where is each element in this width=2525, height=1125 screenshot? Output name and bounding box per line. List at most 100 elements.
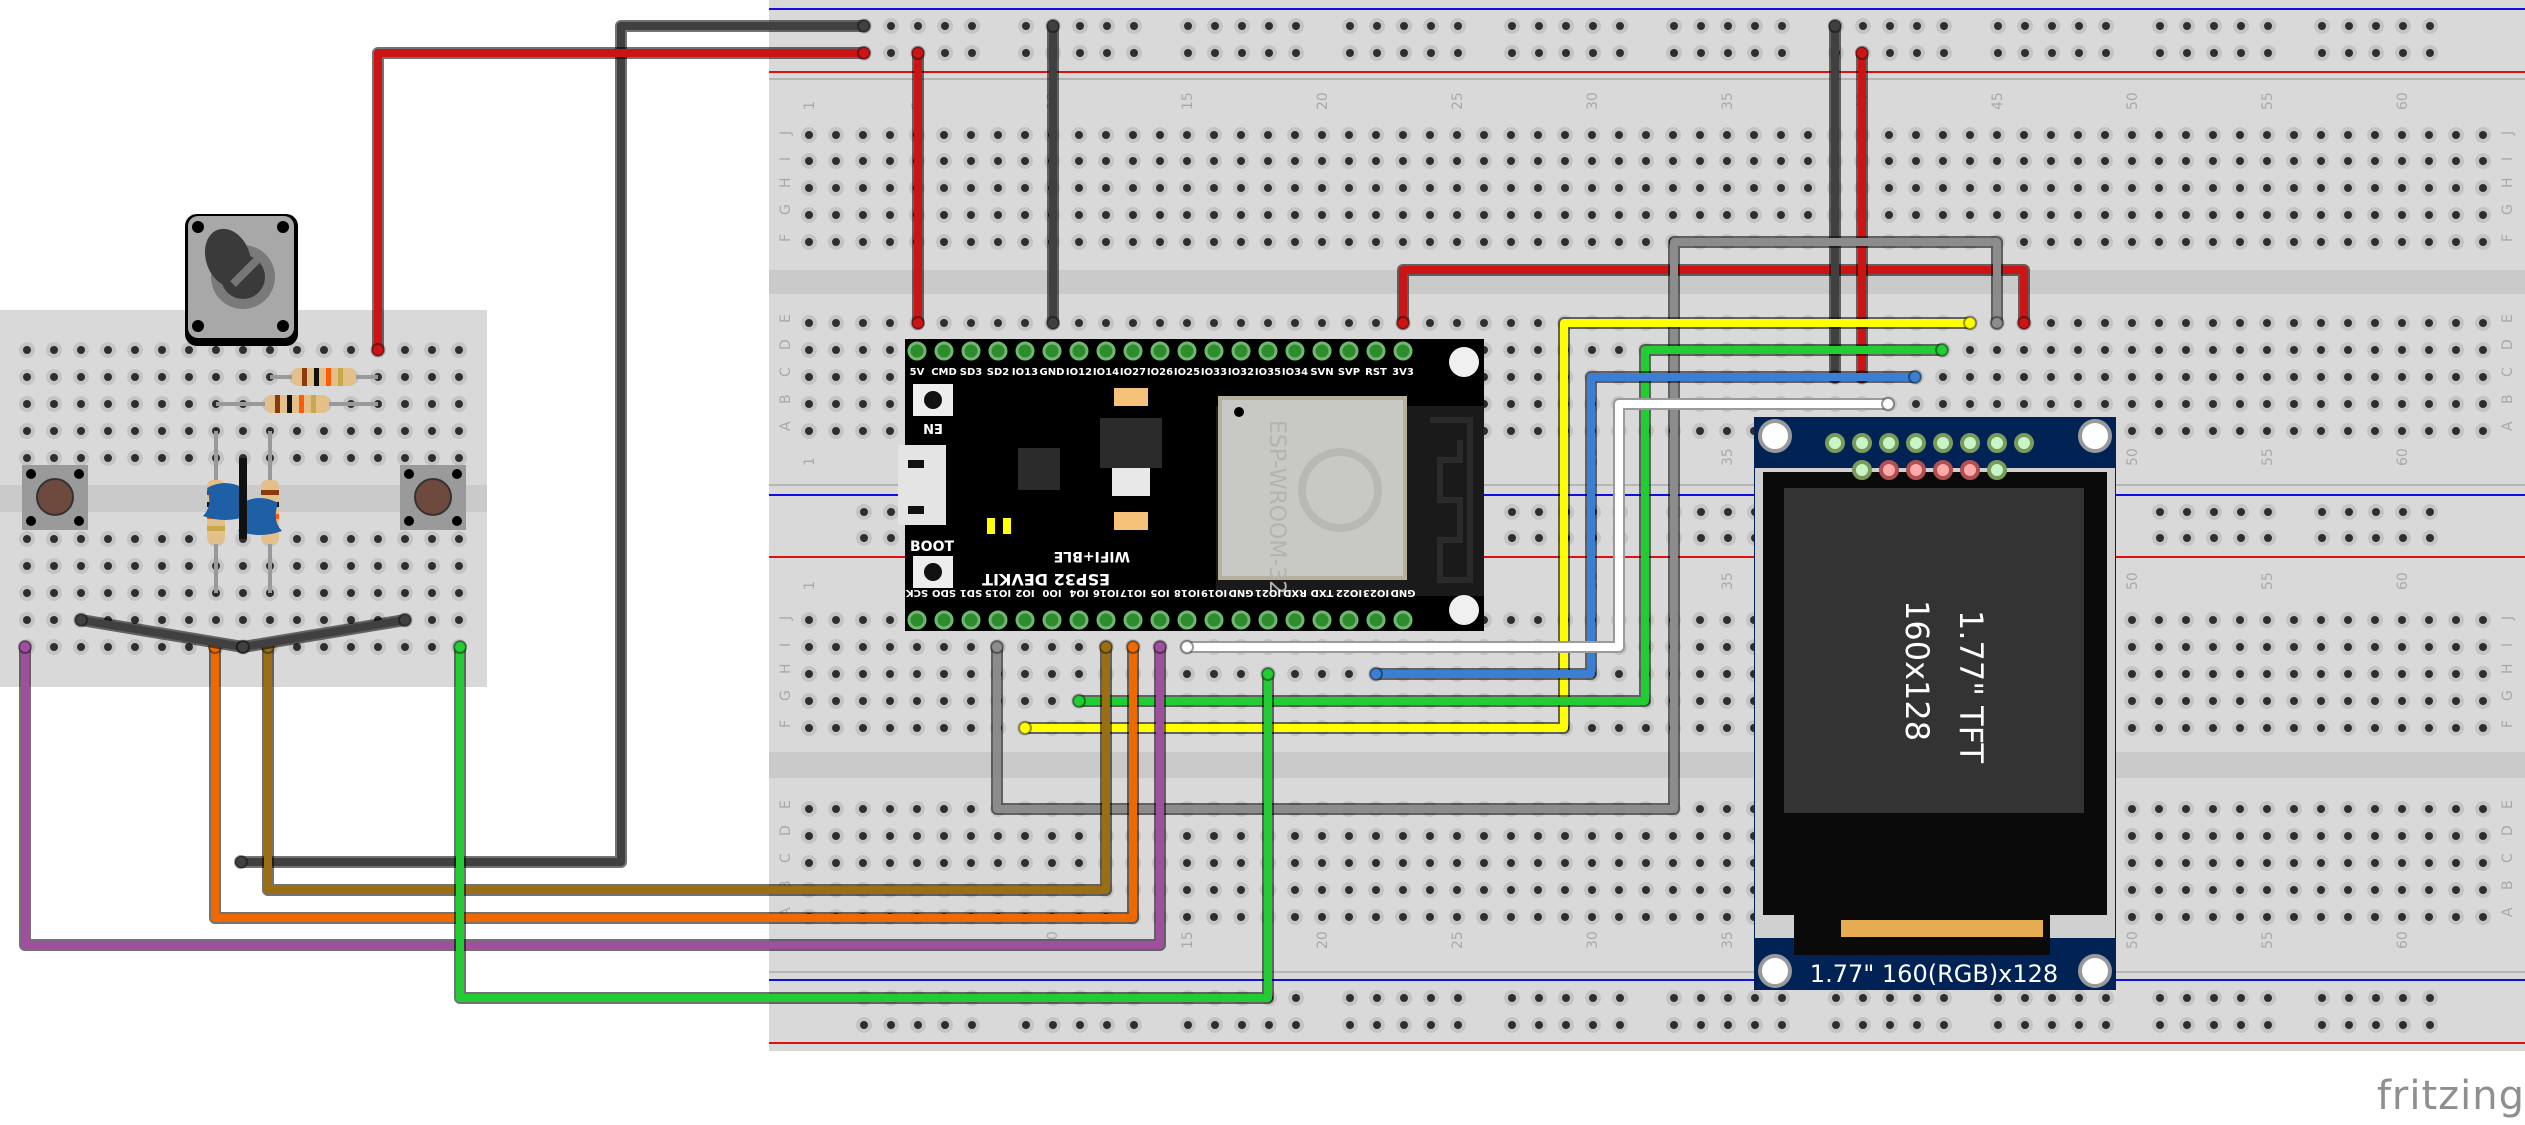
tft-header-pin[interactable]	[1852, 433, 1872, 453]
esp32-pin[interactable]	[1150, 341, 1170, 361]
tft-header-pin[interactable]	[1879, 460, 1899, 480]
wire-endpoint[interactable]	[74, 613, 88, 627]
wire-endpoint[interactable]	[1396, 316, 1410, 330]
wire-endpoint[interactable]	[234, 855, 248, 869]
wire-endpoint[interactable]	[1180, 640, 1194, 654]
esp32-devkit-board[interactable]: ESP-WROOM-32 EN BOOT ESP32 DEVKIT WIFI+B…	[898, 339, 1484, 631]
wire-endpoint[interactable]	[1261, 667, 1275, 681]
esp32-pin[interactable]	[1339, 341, 1359, 361]
tft-header-pin[interactable]	[1933, 433, 1953, 453]
wire-gnd-rail-left[interactable]	[234, 19, 871, 869]
esp32-pin[interactable]	[1177, 341, 1197, 361]
potentiometer[interactable]	[185, 214, 298, 346]
wire-endpoint[interactable]	[1828, 19, 1842, 33]
tft-header-pin[interactable]	[1825, 433, 1845, 453]
esp32-pin[interactable]	[1366, 610, 1386, 630]
wire-endpoint[interactable]	[371, 343, 385, 357]
wire-endpoint[interactable]	[1908, 370, 1922, 384]
tft-header-pin[interactable]	[1852, 460, 1872, 480]
wire-tft-white[interactable]	[1180, 397, 1895, 654]
esp32-pin[interactable]	[1123, 610, 1143, 630]
esp32-pin[interactable]	[1258, 341, 1278, 361]
tft-display-module[interactable]: 1.77" TFT 160x128 1.77" 160(RGB)x128	[1754, 417, 2116, 990]
wire-endpoint[interactable]	[236, 640, 250, 654]
wire-endpoint[interactable]	[1126, 640, 1140, 654]
tft-header-pin[interactable]	[1987, 433, 2007, 453]
wire-endpoint[interactable]	[1369, 667, 1383, 681]
tft-header-pin[interactable]	[1879, 433, 1899, 453]
esp32-pin[interactable]	[1096, 610, 1116, 630]
esp32-pin[interactable]	[1204, 610, 1224, 630]
tft-header-pin[interactable]	[1960, 460, 1980, 480]
esp32-pin[interactable]	[961, 610, 981, 630]
wire-purple[interactable]	[18, 640, 1167, 951]
esp32-pin[interactable]	[934, 610, 954, 630]
esp32-pin[interactable]	[1069, 341, 1089, 361]
esp32-pin[interactable]	[1393, 341, 1413, 361]
wire-brown[interactable]	[261, 640, 1113, 896]
wire-black-v-right[interactable]	[236, 613, 412, 654]
tft-header-pin[interactable]	[1906, 460, 1926, 480]
wire-endpoint[interactable]	[1046, 316, 1060, 330]
wire-tft-gray[interactable]	[990, 236, 2004, 815]
esp32-pin[interactable]	[1096, 341, 1116, 361]
esp32-pin[interactable]	[934, 341, 954, 361]
wire-tft-yellow[interactable]	[1018, 316, 1977, 735]
tft-header-pin[interactable]	[1987, 460, 2007, 480]
wire-endpoint[interactable]	[857, 19, 871, 33]
esp32-pin[interactable]	[961, 341, 981, 361]
esp32-pin[interactable]	[1312, 610, 1332, 630]
wire-endpoint[interactable]	[1099, 640, 1113, 654]
wire-endpoint[interactable]	[18, 640, 32, 654]
tft-header-pin[interactable]	[2014, 433, 2034, 453]
esp32-pin[interactable]	[1258, 610, 1278, 630]
wire-endpoint[interactable]	[857, 46, 871, 60]
esp32-pin[interactable]	[1042, 341, 1062, 361]
esp32-pin[interactable]	[1123, 341, 1143, 361]
push-button-left[interactable]	[22, 465, 88, 530]
wire-vcc-rail-left[interactable]	[371, 46, 871, 357]
esp32-pin[interactable]	[1042, 610, 1062, 630]
wire-endpoint[interactable]	[911, 316, 925, 330]
ceramic-capacitor[interactable]	[238, 498, 282, 535]
esp32-pin[interactable]	[907, 341, 927, 361]
wire-endpoint[interactable]	[1018, 721, 1032, 735]
esp32-pin[interactable]	[1231, 610, 1251, 630]
wire-gnd-esp[interactable]	[1046, 19, 1060, 330]
tft-header-pin[interactable]	[1960, 433, 1980, 453]
tft-header-pin[interactable]	[1933, 460, 1953, 480]
esp32-pin[interactable]	[907, 610, 927, 630]
wire-5v[interactable]	[911, 46, 925, 330]
wire-endpoint[interactable]	[911, 46, 925, 60]
esp32-pin[interactable]	[1177, 610, 1197, 630]
esp32-pin[interactable]	[1285, 341, 1305, 361]
wire-endpoint[interactable]	[1046, 19, 1060, 33]
esp32-pin[interactable]	[1069, 610, 1089, 630]
esp32-pin[interactable]	[1231, 341, 1251, 361]
wire-endpoint[interactable]	[1881, 397, 1895, 411]
esp32-pin[interactable]	[1015, 341, 1035, 361]
esp32-pin[interactable]	[1204, 341, 1224, 361]
esp32-pin[interactable]	[1312, 341, 1332, 361]
resistor[interactable]	[216, 395, 378, 413]
push-button-right[interactable]	[400, 465, 466, 530]
esp32-pin[interactable]	[1366, 341, 1386, 361]
tft-header-pin[interactable]	[1906, 433, 1926, 453]
wire-endpoint[interactable]	[1963, 316, 1977, 330]
esp32-pin[interactable]	[1339, 610, 1359, 630]
wire-3v3-tft[interactable]	[1396, 264, 2031, 330]
wire-endpoint[interactable]	[1990, 316, 2004, 330]
wire-endpoint[interactable]	[1153, 640, 1167, 654]
esp32-pin[interactable]	[988, 341, 1008, 361]
wire-endpoint[interactable]	[1935, 343, 1949, 357]
esp32-pin[interactable]	[1015, 610, 1035, 630]
wire-tft-green[interactable]	[1072, 343, 1949, 708]
wire-green-button[interactable]	[453, 640, 1275, 1004]
wire-endpoint[interactable]	[453, 640, 467, 654]
resistor[interactable]	[270, 368, 378, 386]
wire-endpoint[interactable]	[990, 640, 1004, 654]
wire-endpoint[interactable]	[398, 613, 412, 627]
wire-endpoint[interactable]	[2017, 316, 2031, 330]
wire-endpoint[interactable]	[1072, 694, 1086, 708]
wire-tft-vcc[interactable]	[1855, 46, 1869, 384]
